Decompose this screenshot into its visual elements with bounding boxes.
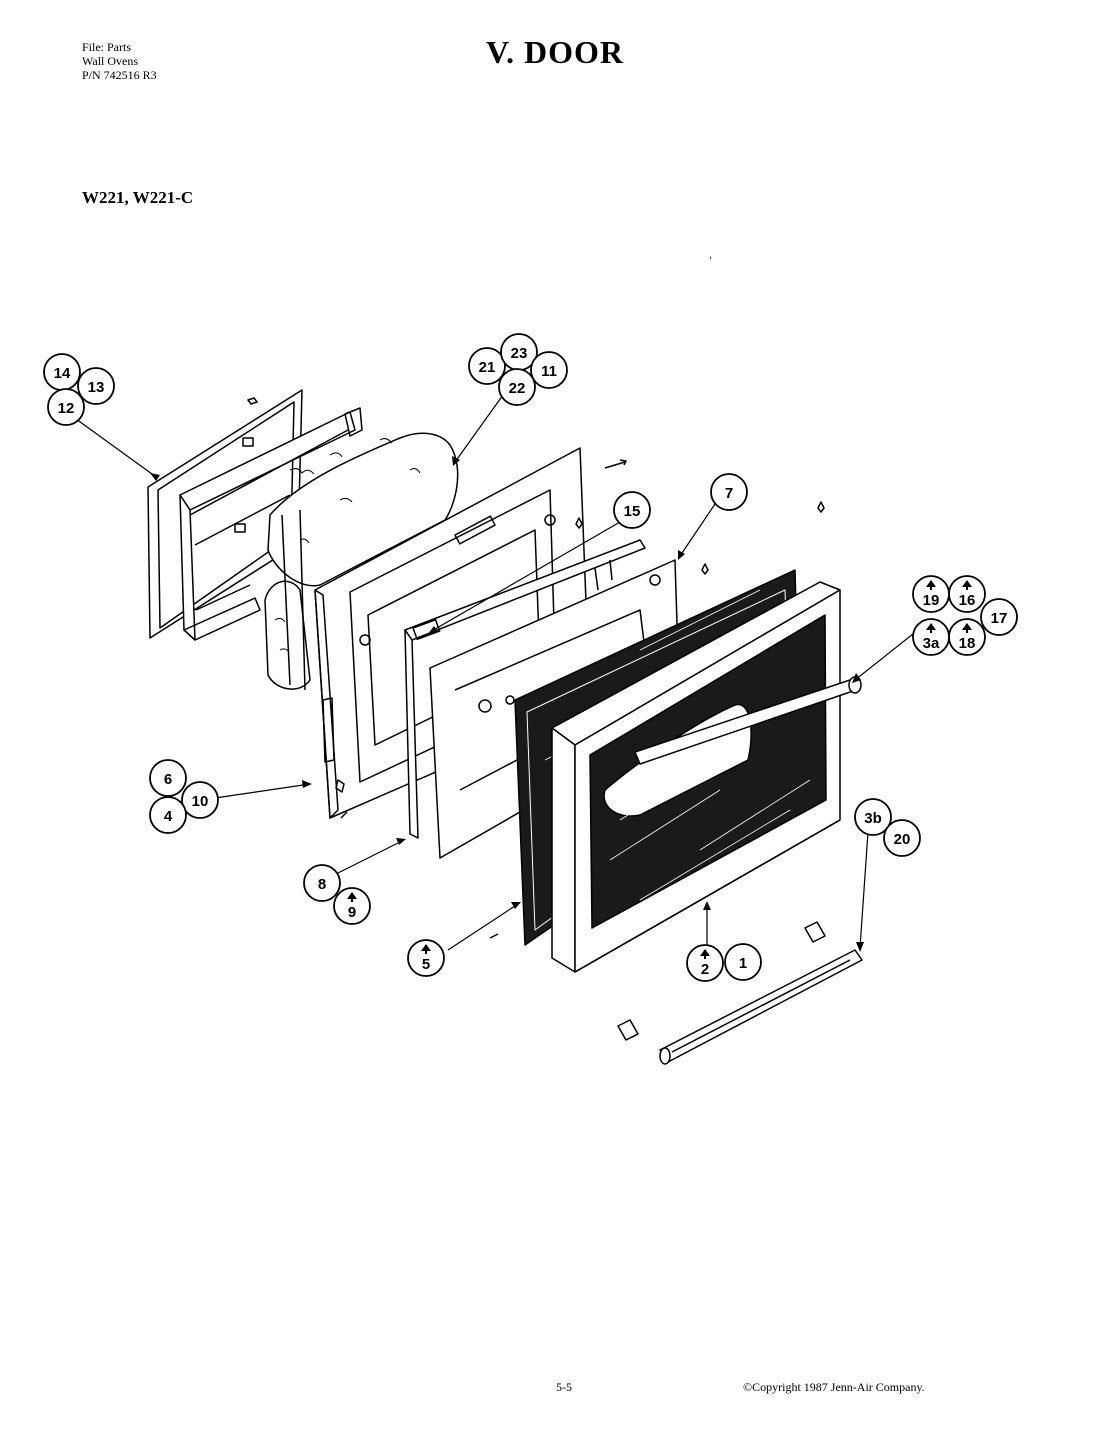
callout-circle — [948, 618, 986, 656]
file-line: File: Parts — [82, 40, 132, 54]
screws — [489, 257, 825, 939]
insulation-pad — [264, 432, 459, 691]
callout-label: 1 — [739, 955, 747, 972]
callout-22: 22 — [498, 368, 536, 406]
callout-label: 18 — [959, 635, 976, 652]
callout-circle — [613, 491, 651, 529]
hinge-channel — [404, 539, 646, 839]
callout-label: 21 — [479, 359, 496, 376]
callout-label: 4 — [164, 808, 173, 825]
callout-label: 20 — [894, 831, 911, 848]
callout-circle — [948, 575, 986, 613]
callout-label: 2 — [701, 961, 709, 978]
callout-4: 4 — [149, 796, 187, 834]
callout-19: 19 — [912, 575, 950, 613]
callout-7: 7 — [710, 473, 748, 511]
callout-17: 17 — [980, 598, 1018, 636]
callout-circle — [149, 796, 187, 834]
rear-gasket-frame — [179, 407, 363, 641]
page-number: 5-5 — [556, 1380, 572, 1394]
callout-label: 19 — [923, 592, 940, 609]
callout-9: 9 — [333, 887, 371, 925]
callout-circle — [710, 473, 748, 511]
callout-circle — [77, 367, 115, 405]
callout-6: 6 — [149, 759, 187, 797]
callout-label: 3a — [923, 635, 940, 652]
callout-circle — [47, 388, 85, 426]
callout-circle — [686, 944, 724, 982]
bottom-trim-bar — [617, 921, 863, 1065]
callout-circle — [149, 759, 187, 797]
callout-12: 12 — [47, 388, 85, 426]
service-marker-icon — [962, 580, 972, 590]
callout-circle — [333, 887, 371, 925]
callout-circle — [883, 819, 921, 857]
callout-circle — [854, 798, 892, 836]
callout-label: 6 — [164, 771, 172, 788]
service-marker-icon — [421, 944, 431, 954]
service-marker-icon — [347, 892, 357, 902]
model-numbers: W221, W221-C — [82, 188, 194, 207]
callout-3a: 3a — [912, 618, 950, 656]
callout-5: 5 — [407, 939, 445, 977]
callout-10: 10 — [181, 781, 219, 819]
callout-2: 2 — [686, 944, 724, 982]
callout-circle — [498, 368, 536, 406]
door-front-frame — [551, 581, 841, 973]
service-marker-icon — [926, 623, 936, 633]
callout-label: 11 — [541, 363, 557, 380]
callout-circle — [181, 781, 219, 819]
callout-14: 14 — [43, 353, 81, 391]
callout-8: 8 — [303, 864, 341, 902]
callout-3b: 3b — [854, 798, 892, 836]
callout-label: 9 — [348, 904, 356, 921]
part-number-line: P/N 742516 R3 — [82, 68, 157, 82]
page-title: V. DOOR — [486, 34, 624, 70]
callout-label: 15 — [624, 503, 641, 520]
callout-11: 11 — [530, 351, 568, 389]
service-marker-icon — [700, 949, 710, 959]
callout-15: 15 — [613, 491, 651, 529]
callout-circle — [468, 347, 506, 385]
callout-label: 14 — [54, 365, 71, 382]
callout-label: 8 — [318, 876, 326, 893]
callout-21: 21 — [468, 347, 506, 385]
callout-circle — [303, 864, 341, 902]
callout-1: 1 — [724, 943, 762, 981]
leader-lines — [75, 394, 919, 951]
service-marker-icon — [926, 580, 936, 590]
callout-circle — [724, 943, 762, 981]
service-marker-icon — [962, 623, 972, 633]
file-info: File: Parts Wall Ovens P/N 742516 R3 — [82, 40, 157, 82]
callout-label: 7 — [725, 485, 733, 502]
callout-label: 16 — [959, 592, 976, 609]
leader-arrowheads — [150, 456, 864, 952]
callout-13: 13 — [77, 367, 115, 405]
callout-label: 10 — [192, 793, 209, 810]
callout-circle — [980, 598, 1018, 636]
callout-circle — [530, 351, 568, 389]
callout-label: 22 — [509, 380, 526, 397]
callout-label: 13 — [88, 379, 105, 396]
callout-16: 16 — [948, 575, 986, 613]
callout-label: 17 — [991, 610, 1008, 627]
callout-18: 18 — [948, 618, 986, 656]
callout-label: 23 — [511, 345, 528, 362]
callout-label: 5 — [422, 956, 430, 973]
copyright: ©Copyright 1987 Jenn-Air Company. — [743, 1380, 925, 1394]
callout-20: 20 — [883, 819, 921, 857]
callout-circle — [407, 939, 445, 977]
callout-label: 3b — [864, 810, 882, 827]
category-line: Wall Ovens — [82, 54, 139, 68]
callout-label: 12 — [58, 400, 75, 417]
